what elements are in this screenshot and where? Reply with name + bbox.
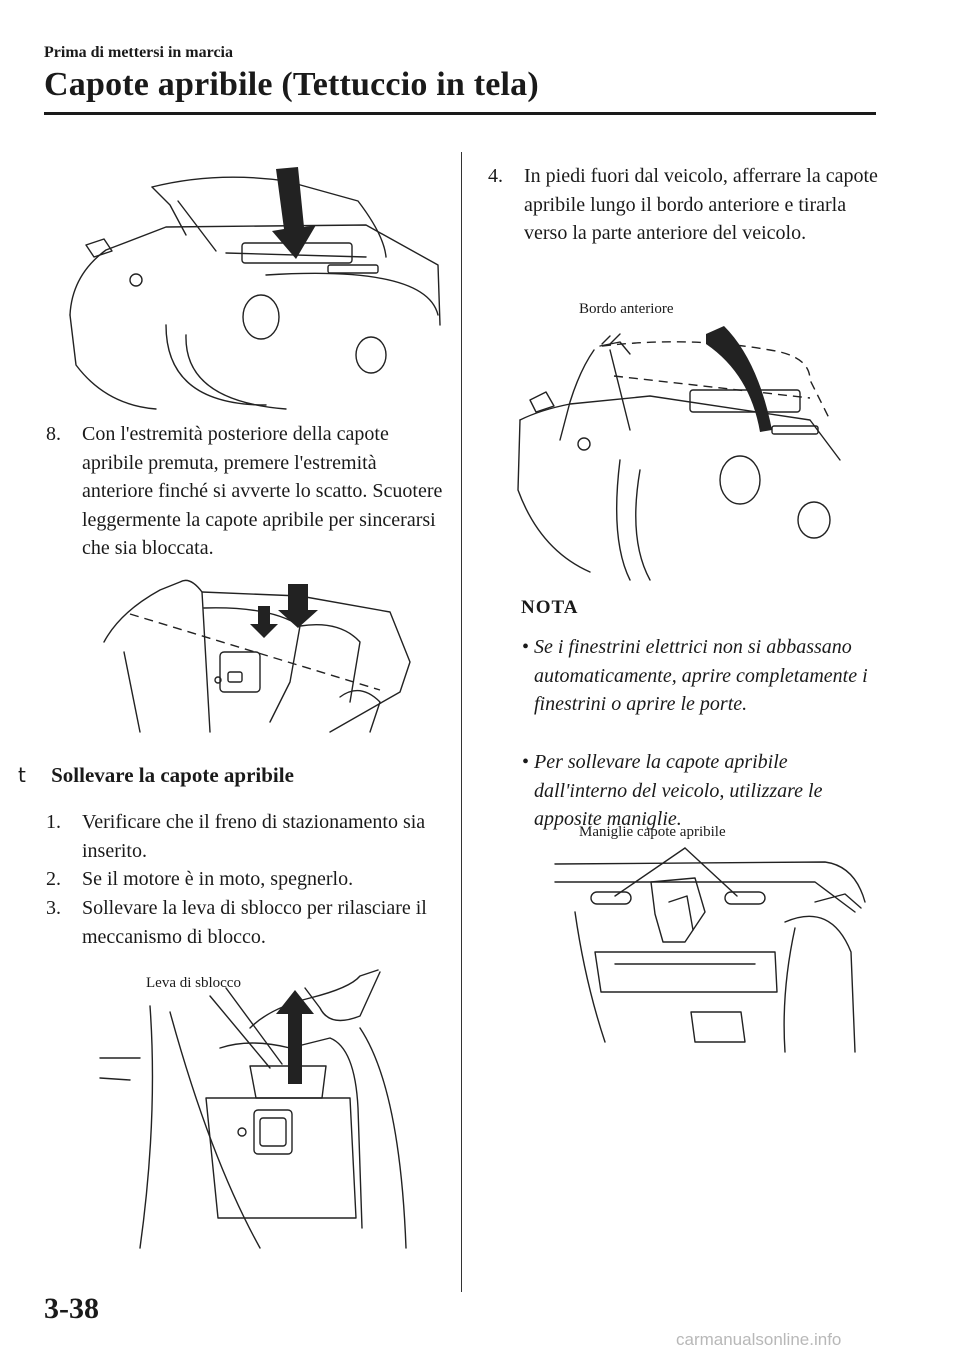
step-number: 2. [46,868,61,890]
step-1: 1. Verificare che il freno di stazioname… [46,808,451,865]
bullet-icon: • [522,751,530,773]
step-text: Verificare che il freno di stazionamento… [82,811,426,862]
section-header: Prima di mettersi in marcia [44,44,233,61]
label-roof-handles: Maniglie capote apribile [579,824,726,840]
illustration-release-lever [99,969,407,1249]
bullet-icon: • [522,636,530,658]
page-number: 3-38 [44,1292,99,1325]
label-front-edge: Bordo anteriore [579,301,674,317]
step-4: 4. In piedi fuori dal veicolo, afferrare… [488,162,888,248]
section-marker-icon: t [18,763,26,787]
step-text: Con l'estremità posteriore della capote … [82,423,443,559]
step-number: 4. [488,165,503,187]
title-rule [44,112,876,115]
label-release-lever: Leva di sblocco [146,975,241,991]
step-text: Sollevare la leva di sblocco per rilasci… [82,897,427,948]
step-text: In piedi fuori dal veicolo, afferrare la… [524,165,878,244]
step-number: 1. [46,811,61,833]
subheading-text: Sollevare la capote apribile [51,763,294,787]
step-8: 8. Con l'estremità posteriore della capo… [46,420,451,563]
note-text: Per sollevare la capote apribile dall'in… [534,751,823,830]
illustration-pressing-front [103,579,411,733]
step-text: Se il motore è in moto, spegnerlo. [82,868,354,890]
step-number: 8. [46,423,61,445]
note-item-2: • Per sollevare la capote apribile dall'… [522,748,882,834]
step-number: 3. [46,897,61,919]
note-text: Se i finestrini elettrici non si abbassa… [534,636,868,715]
step-3: 3. Sollevare la leva di sblocco per rila… [46,894,451,951]
step-2: 2. Se il motore è in moto, spegnerlo. [46,865,451,894]
illustration-roof-handles [554,847,866,1053]
note-item-1: • Se i finestrini elettrici non si abbas… [522,633,882,719]
illustration-pulling-roof [517,326,841,581]
watermark: carmanualsonline.info [676,1330,842,1349]
illustration-closing-roof [69,167,441,410]
note-heading: NOTA [521,597,579,618]
subheading-raise-roof: t Sollevare la capote apribile [18,763,294,788]
page-title: Capote apribile (Tettuccio in tela) [44,66,539,103]
column-divider [461,152,462,1292]
